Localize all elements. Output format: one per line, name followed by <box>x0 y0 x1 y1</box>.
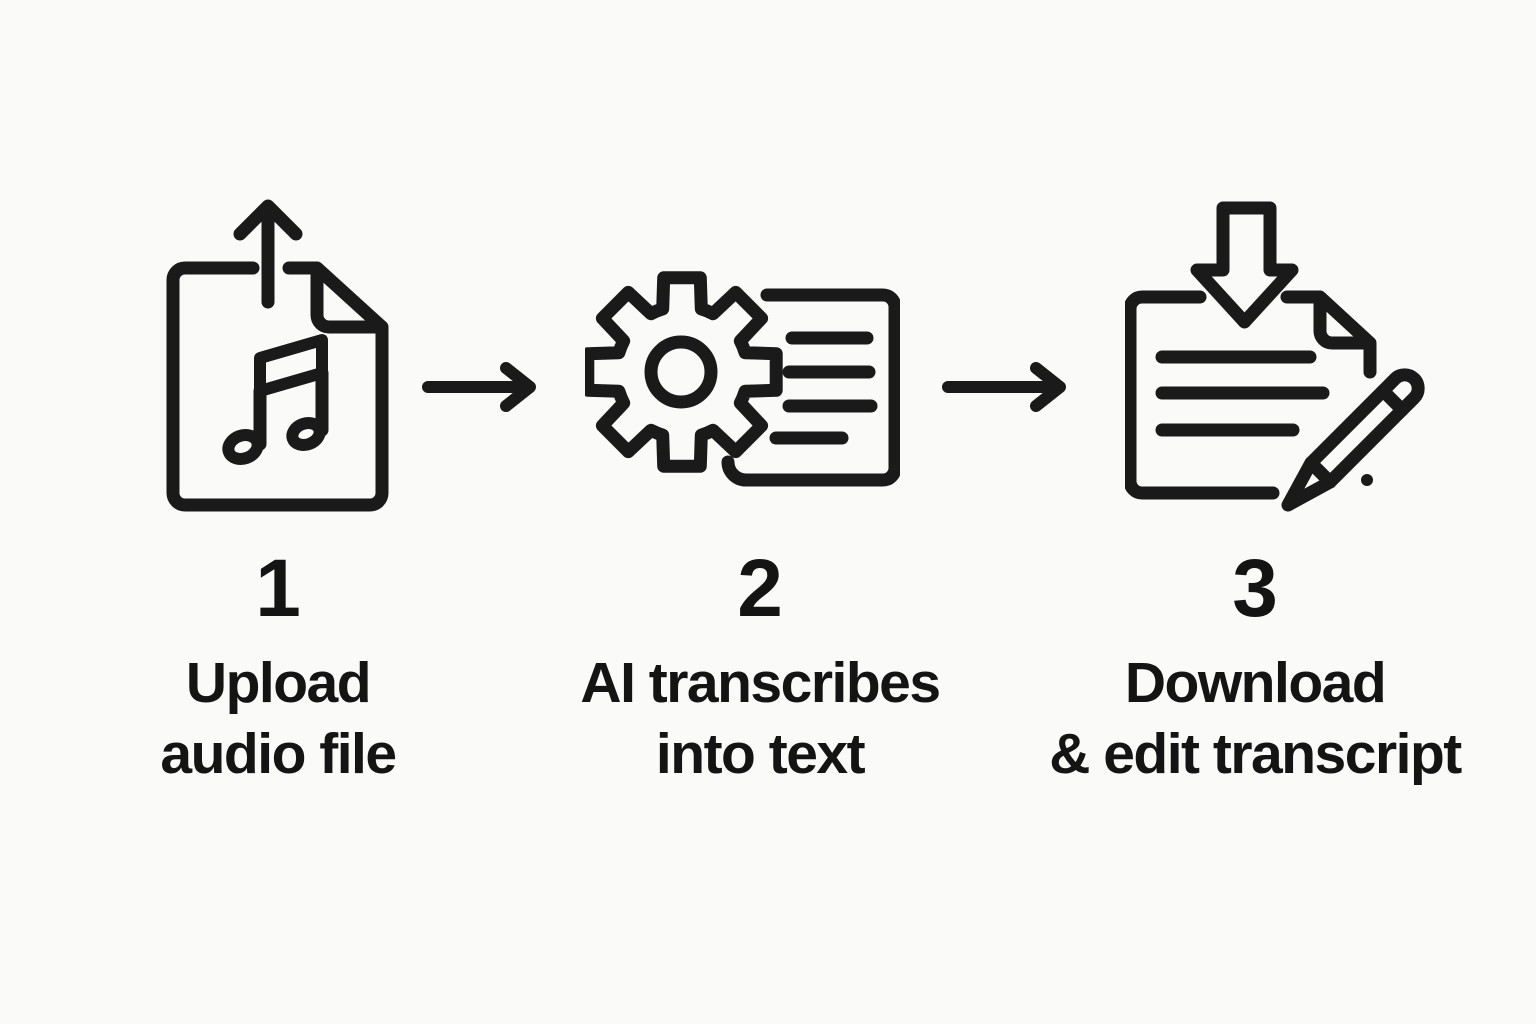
pencil-body <box>1304 368 1425 489</box>
step-label-1-line-2: audio file <box>160 722 397 786</box>
step-label-2: AI transcribes into text <box>500 648 1020 790</box>
music-note-beam <box>254 334 328 397</box>
ai-gear-document-icon <box>585 271 900 487</box>
arrow-head <box>1030 362 1066 412</box>
step-number-3: 3 <box>1232 543 1278 634</box>
arrow-right-icon <box>422 362 536 412</box>
music-note-head-right <box>286 417 326 451</box>
step-number-1: 1 <box>255 543 301 634</box>
gear-hub <box>644 335 718 409</box>
document-corner-fold <box>1313 295 1372 350</box>
step-number-2: 2 <box>737 543 783 634</box>
step-label-3-line-2: & edit transcript <box>1049 722 1462 786</box>
arrow-head <box>500 362 536 412</box>
upload-arrow-head <box>233 199 303 241</box>
step-label-2-line-2: into text <box>655 722 866 786</box>
pencil-eraser-band <box>1376 384 1409 417</box>
file-corner-fold <box>310 266 383 334</box>
step-label-2-line-1: AI transcribes <box>580 651 941 715</box>
document-outline <box>1125 290 1280 500</box>
download-edit-transcript-icon <box>1125 201 1425 512</box>
document-outline <box>721 288 900 487</box>
pencil-dot <box>1361 474 1373 486</box>
music-note-head-left <box>222 429 264 465</box>
step-label-3-line-1: Download <box>1124 651 1387 715</box>
step-label-3: Download & edit transcript <box>995 648 1515 790</box>
pencil-icon <box>1281 368 1425 512</box>
pencil-tip <box>1281 456 1337 512</box>
gear-icon <box>585 271 783 473</box>
arrow-right-icon <box>942 362 1066 412</box>
upload-audio-file-icon <box>166 199 389 512</box>
document-fold-edge <box>1280 290 1377 379</box>
file-outline <box>166 261 389 512</box>
download-arrow-icon <box>1190 201 1299 329</box>
step-label-1: Upload audio file <box>18 648 538 790</box>
step-label-1-line-1: Upload <box>185 651 372 715</box>
